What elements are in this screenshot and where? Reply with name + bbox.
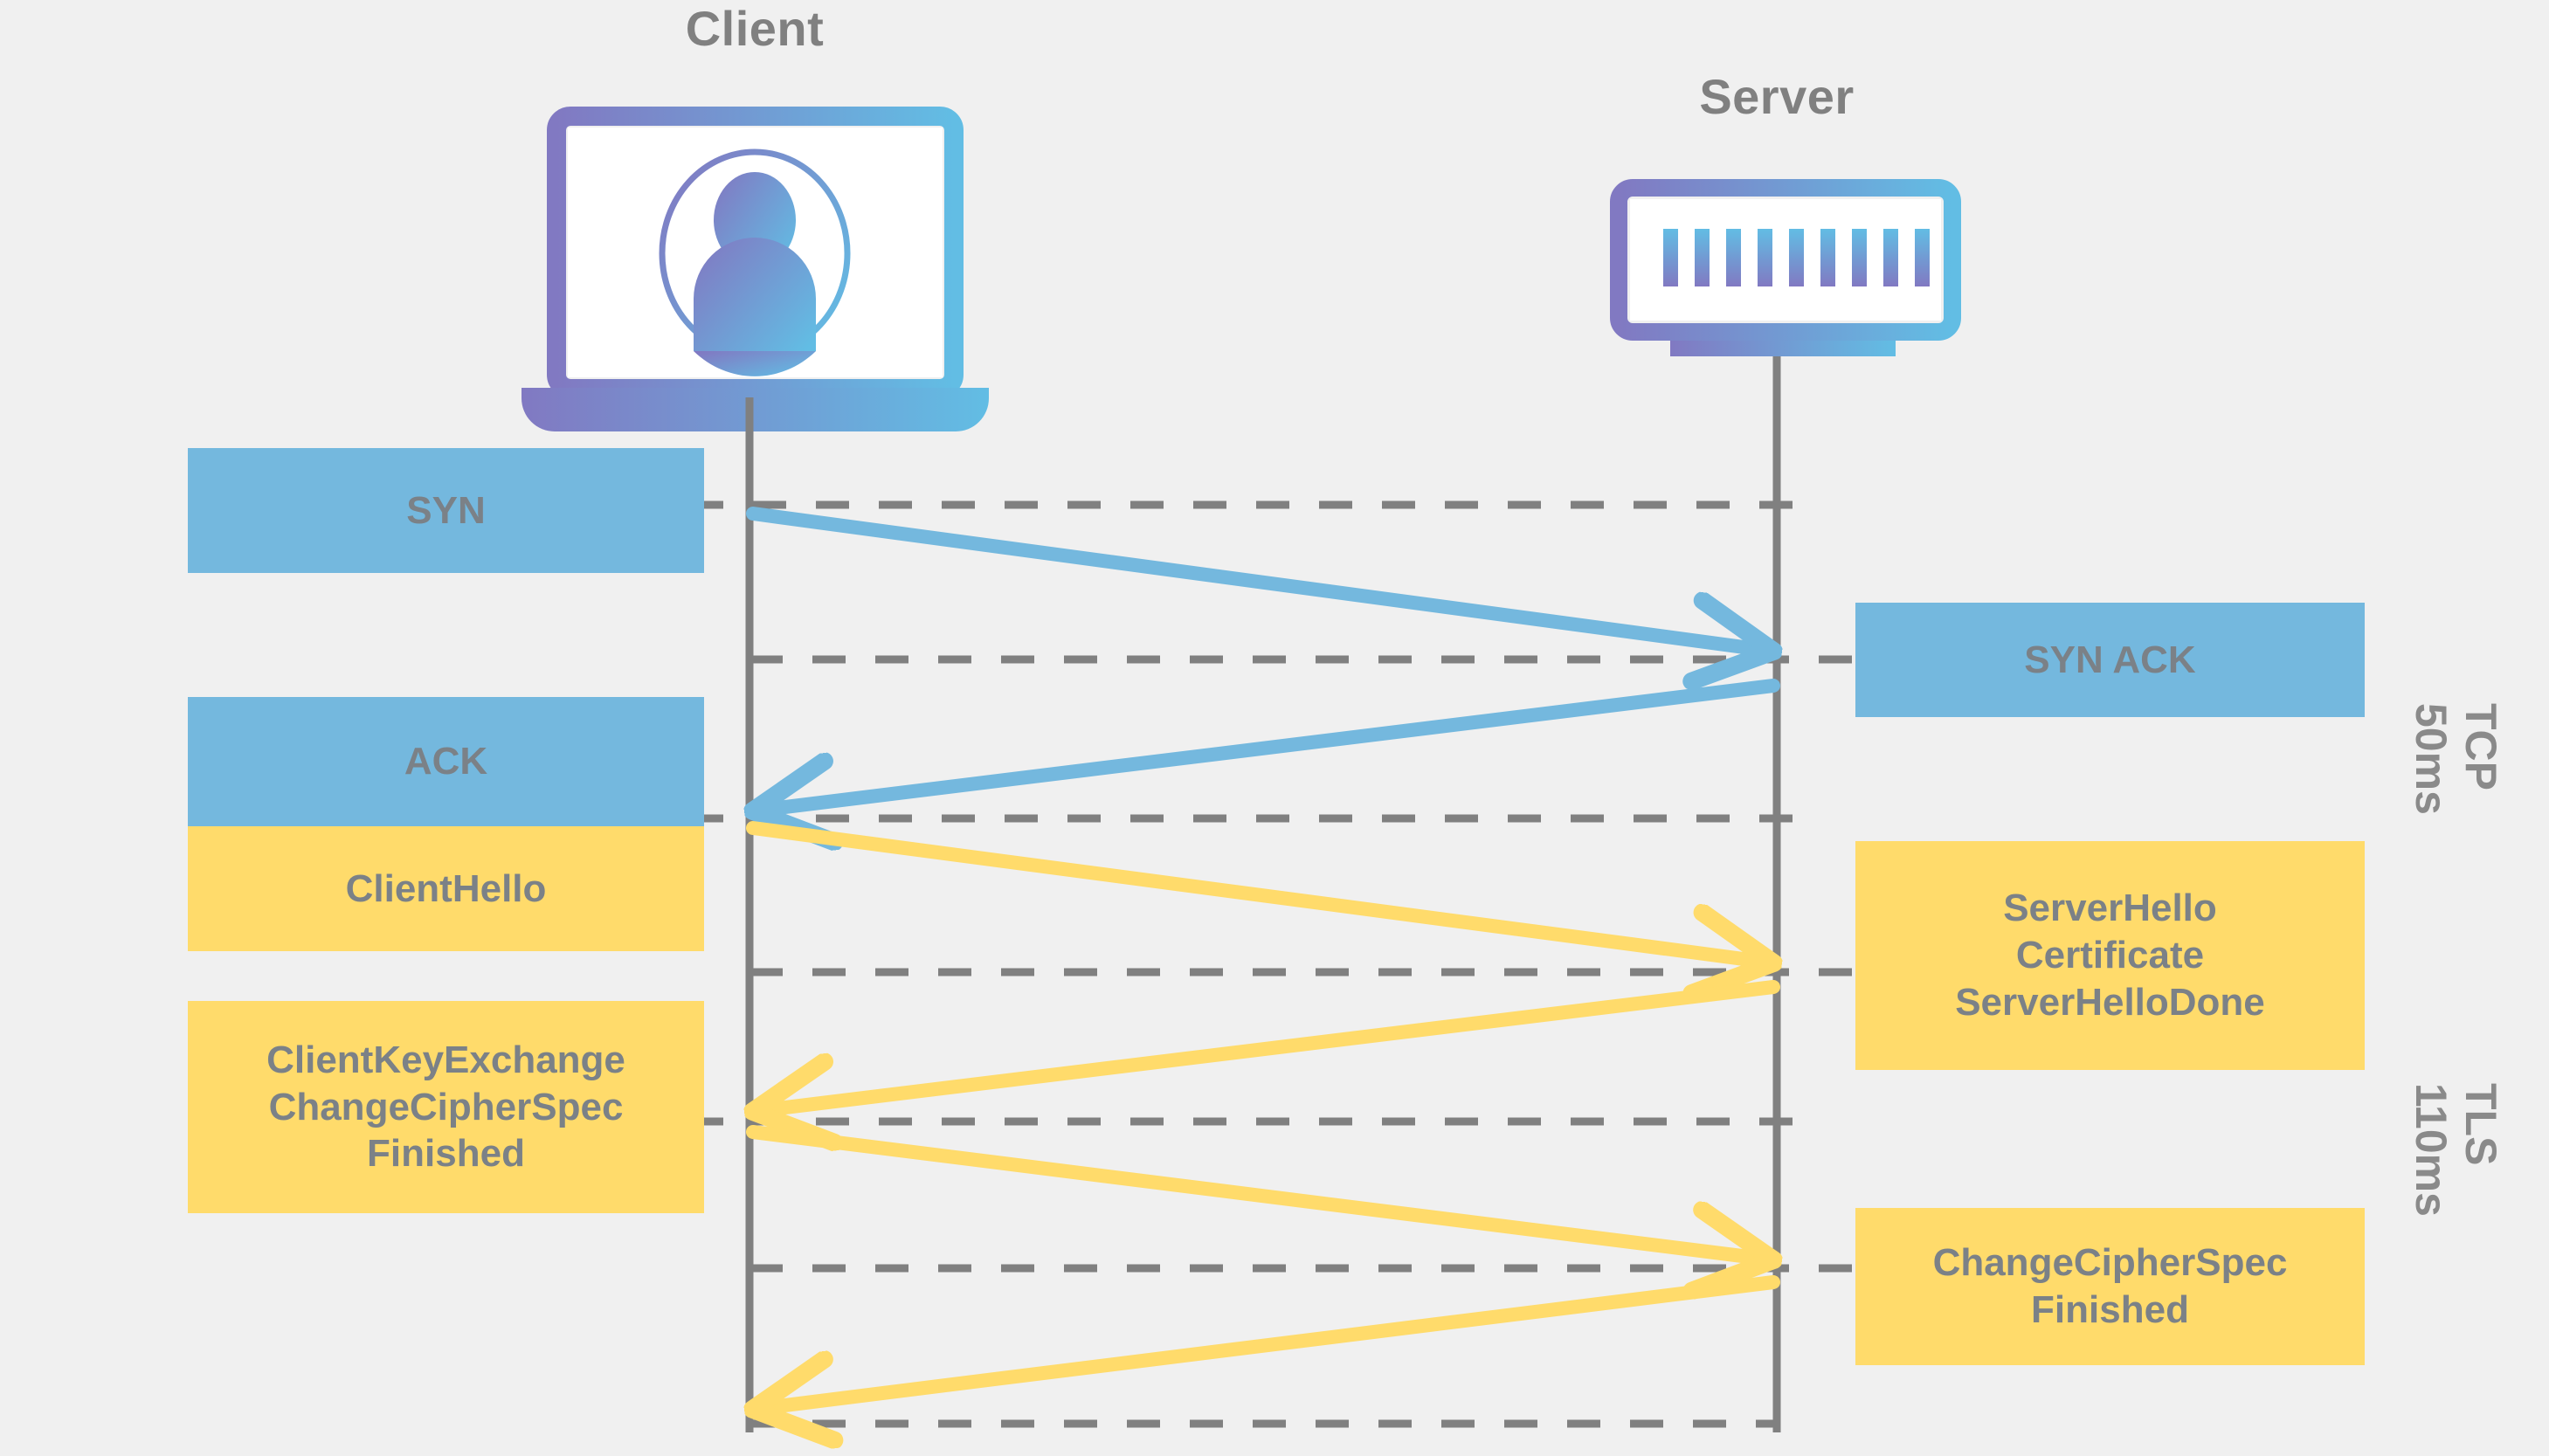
message-line: Certificate xyxy=(2015,934,2205,977)
message-box-ack[interactable]: ACK xyxy=(188,697,704,826)
message-arrows xyxy=(746,507,1780,1409)
phase-label-tcp: TCP xyxy=(2456,703,2505,790)
arrow-server-hello xyxy=(756,980,1780,1111)
arrow-syn xyxy=(746,507,1770,651)
message-line: SYN xyxy=(406,488,486,532)
message-line: ChangeCipherSpec xyxy=(268,1085,624,1128)
arrow-syn-ack xyxy=(756,679,1780,811)
message-line: Finished xyxy=(2031,1288,2189,1331)
laptop-user-icon xyxy=(522,107,989,431)
message-line: Finished xyxy=(367,1132,525,1176)
phase-latency-tcp: 50ms xyxy=(2407,703,2456,815)
arrow-server-ccs xyxy=(756,1275,1780,1409)
phase-latency-tls: 110ms xyxy=(2407,1083,2456,1217)
phase-latency-tcp-value: 50ms xyxy=(2407,703,2456,815)
message-box-client-hello[interactable]: ClientHello xyxy=(188,826,704,951)
server-rack-icon xyxy=(1610,179,1961,356)
message-box-syn-ack[interactable]: SYN ACK xyxy=(1855,603,2365,717)
guide-lines xyxy=(690,500,1938,1428)
message-box-server-change-cipher-spec[interactable]: ChangeCipherSpec Finished xyxy=(1855,1208,2365,1365)
message-line: ServerHello xyxy=(2003,887,2217,930)
message-box-server-hello[interactable]: ServerHello Certificate ServerHelloDone xyxy=(1855,841,2365,1070)
phase-label-tls: TLS xyxy=(2456,1083,2505,1166)
arrow-client-key-exchange xyxy=(746,1125,1770,1259)
phase-name-tls: TLS xyxy=(2456,1083,2505,1166)
message-line: ClientHello xyxy=(345,866,547,910)
message-line: ServerHelloDone xyxy=(1955,980,2265,1024)
message-line: ChangeCipherSpec xyxy=(1932,1241,2288,1285)
message-box-syn[interactable]: SYN xyxy=(188,448,704,573)
participant-label-client: Client xyxy=(685,1,825,56)
message-line: SYN ACK xyxy=(2024,638,2196,681)
participant-label-server: Server xyxy=(1699,69,1855,124)
phase-name-tcp: TCP xyxy=(2456,703,2505,790)
message-line: ClientKeyExchange xyxy=(266,1038,625,1081)
message-box-client-key-exchange[interactable]: ClientKeyExchange ChangeCipherSpec Finis… xyxy=(188,1001,704,1213)
arrow-client-hello xyxy=(746,821,1770,963)
phase-latency-tls-value: 110ms xyxy=(2407,1083,2456,1217)
message-line: ACK xyxy=(404,740,488,783)
